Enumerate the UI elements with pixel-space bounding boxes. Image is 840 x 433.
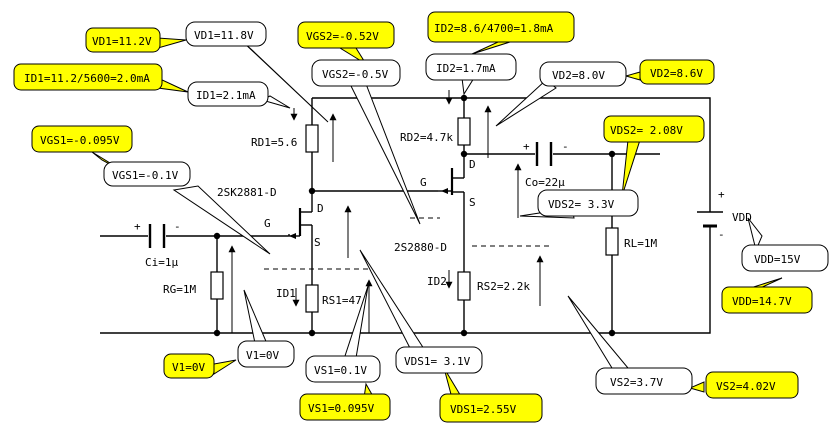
vdd-minus-mark: - bbox=[718, 228, 725, 241]
co-capacitor bbox=[535, 142, 553, 166]
svg-text:VDS2= 3.3V: VDS2= 3.3V bbox=[548, 198, 615, 211]
rd1-resistor bbox=[305, 124, 319, 153]
svg-text:VDS1= 3.1V: VDS1= 3.1V bbox=[404, 355, 471, 368]
q2-gate-pin: G bbox=[420, 176, 427, 189]
callout-vd1-calc: VD1=11.8V bbox=[185, 21, 267, 47]
callout-id1-meas: ID1=11.2/5600=2.0mA bbox=[13, 63, 163, 91]
rs1-label: RS1=47 bbox=[322, 294, 362, 307]
callout-vgs2-meas: VGS2=-0.52V bbox=[297, 21, 395, 49]
svg-text:ID1=11.2/5600=2.0mA: ID1=11.2/5600=2.0mA bbox=[24, 72, 150, 85]
q1-gate-pin: G bbox=[264, 217, 271, 230]
svg-text:VDD=15V: VDD=15V bbox=[754, 253, 801, 266]
callout-vds2-meas: VDS2= 2.08V bbox=[603, 115, 705, 143]
co-plus-mark: + bbox=[523, 140, 530, 153]
q1-drain-pin: D bbox=[317, 202, 324, 215]
callout-vd1-meas: VD1=11.2V bbox=[85, 27, 161, 53]
rd2-label: RD2=4.7k bbox=[400, 131, 453, 144]
q1-jfet bbox=[288, 208, 312, 239]
ci-label: Ci=1μ bbox=[145, 256, 178, 269]
svg-text:V1=0V: V1=0V bbox=[172, 361, 205, 374]
measured-callouts: VD1=11.2V ID1=11.2/5600=2.0mA VGS1=-0.09… bbox=[13, 11, 813, 423]
rl-label: RL=1M bbox=[624, 237, 657, 250]
rl-resistor bbox=[605, 227, 619, 256]
callout-vd2-calc: VD2=8.0V bbox=[539, 61, 627, 87]
q2-source-pin: S bbox=[469, 196, 476, 209]
id1-label: ID1 bbox=[276, 287, 296, 300]
svg-text:VGS2=-0.5V: VGS2=-0.5V bbox=[322, 68, 389, 81]
junction-dots bbox=[213, 94, 616, 337]
q2-jfet bbox=[438, 168, 464, 195]
svg-text:ID2=1.7mA: ID2=1.7mA bbox=[436, 62, 496, 75]
svg-text:VDS2= 2.08V: VDS2= 2.08V bbox=[610, 124, 683, 137]
id2-label: ID2 bbox=[427, 275, 447, 288]
callout-vds1-calc: VDS1= 3.1V bbox=[395, 346, 483, 374]
q2-label: 2S2880-D bbox=[394, 241, 447, 254]
rs2-label: RS2=2.2k bbox=[477, 280, 530, 293]
svg-text:VGS1=-0.095V: VGS1=-0.095V bbox=[40, 134, 120, 147]
svg-text:VS2=3.7V: VS2=3.7V bbox=[610, 376, 663, 389]
vdd-battery bbox=[697, 211, 723, 232]
svg-text:VD1=11.8V: VD1=11.8V bbox=[194, 29, 254, 42]
callout-vs2-meas: VS2=4.02V bbox=[705, 371, 799, 399]
svg-text:VGS1=-0.1V: VGS1=-0.1V bbox=[112, 169, 179, 182]
co-minus-mark: - bbox=[562, 140, 569, 153]
callout-v1-calc: V1=0V bbox=[237, 340, 295, 368]
rg-resistor bbox=[210, 271, 224, 300]
svg-text:V1=0V: V1=0V bbox=[246, 349, 279, 362]
calculated-callouts: VD1=11.8V ID1=2.1mA VGS1=-0.1V VGS2=-0.5… bbox=[103, 21, 829, 395]
callout-id2-meas: ID2=8.6/4700=1.8mA bbox=[427, 11, 575, 43]
svg-text:VD2=8.6V: VD2=8.6V bbox=[650, 67, 703, 80]
svg-text:VS1=0.1V: VS1=0.1V bbox=[314, 364, 367, 377]
measurement-arrows bbox=[228, 90, 544, 333]
svg-text:VD2=8.0V: VD2=8.0V bbox=[552, 69, 605, 82]
svg-text:VDS1=2.55V: VDS1=2.55V bbox=[450, 403, 517, 416]
rs1-resistor bbox=[305, 284, 319, 313]
co-label: Co=22μ bbox=[525, 176, 565, 189]
callout-vdd-meas: VDD=14.7V bbox=[721, 286, 813, 314]
ci-plus-mark: + bbox=[134, 220, 141, 233]
rd1-label: RD1=5.6 bbox=[251, 136, 297, 149]
svg-text:VS2=4.02V: VS2=4.02V bbox=[716, 380, 776, 393]
vdd-label: VDD bbox=[732, 211, 752, 224]
q2-drain-pin: D bbox=[469, 158, 476, 171]
callout-vds1-meas: VDS1=2.55V bbox=[439, 393, 543, 423]
reference-lines bbox=[264, 217, 552, 270]
callout-vdd-calc: VDD=15V bbox=[741, 244, 829, 272]
svg-text:ID1=2.1mA: ID1=2.1mA bbox=[196, 89, 256, 102]
svg-text:VD1=11.2V: VD1=11.2V bbox=[92, 35, 152, 48]
callout-vgs1-calc: VGS1=-0.1V bbox=[103, 161, 191, 187]
callout-vgs1-meas: VGS1=-0.095V bbox=[31, 125, 133, 153]
callout-vd2-meas: VD2=8.6V bbox=[639, 59, 715, 85]
q1-source-pin: S bbox=[314, 236, 321, 249]
svg-text:ID2=8.6/4700=1.8mA: ID2=8.6/4700=1.8mA bbox=[434, 22, 554, 35]
rd2-resistor bbox=[457, 117, 471, 146]
callout-id2-calc: ID2=1.7mA bbox=[425, 53, 517, 81]
callout-vgs2-calc: VGS2=-0.5V bbox=[311, 59, 401, 87]
callout-vds2-calc: VDS2= 3.3V bbox=[537, 189, 639, 217]
svg-text:VDD=14.7V: VDD=14.7V bbox=[732, 295, 792, 308]
callout-vs1-meas: VS1=0.095V bbox=[299, 393, 391, 421]
svg-text:VGS2=-0.52V: VGS2=-0.52V bbox=[306, 30, 379, 43]
callout-vs2-calc: VS2=3.7V bbox=[595, 367, 693, 395]
svg-text:VS1=0.095V: VS1=0.095V bbox=[308, 402, 375, 415]
component-labels: RD1=5.6 RD2=4.7k RS1=47 RS2=2.2k RG=1M R… bbox=[134, 131, 752, 307]
ci-minus-mark: - bbox=[174, 220, 181, 233]
callout-vs1-calc: VS1=0.1V bbox=[305, 355, 381, 383]
rg-label: RG=1M bbox=[163, 283, 196, 296]
vdd-plus-mark: + bbox=[718, 188, 725, 201]
ci-capacitor bbox=[148, 224, 166, 248]
callout-v1-meas: V1=0V bbox=[163, 353, 215, 379]
q1-label: 2SK2881-D bbox=[217, 186, 277, 199]
callout-id1-calc: ID1=2.1mA bbox=[187, 81, 269, 107]
rs2-resistor bbox=[457, 271, 471, 301]
